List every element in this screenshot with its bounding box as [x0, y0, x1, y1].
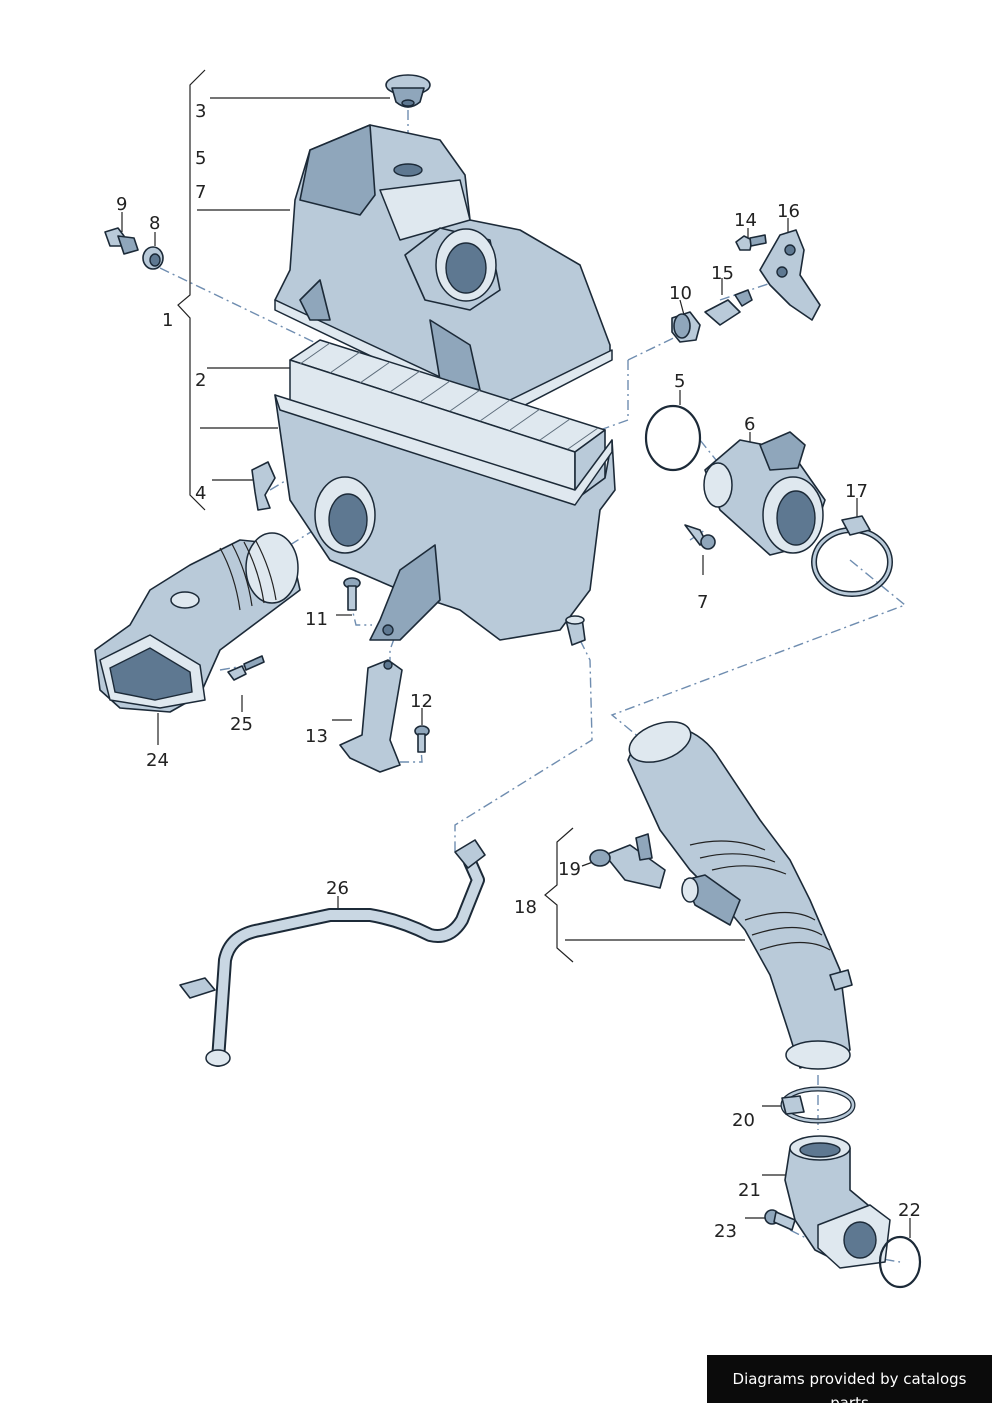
air-mass-meter-part-6 — [703, 431, 826, 556]
label-3: 3 — [195, 101, 206, 122]
clip-part-4 — [251, 461, 276, 511]
label-9: 9 — [116, 194, 127, 215]
filter-pleats — [299, 342, 599, 450]
label-8: 8 — [149, 213, 160, 234]
pressure-hose-ribs — [689, 840, 831, 951]
bracket-group-18 — [544, 827, 574, 963]
label-leaders — [121, 97, 911, 1238]
label-11: 11 — [305, 609, 328, 630]
vent-hose-part-26 — [179, 839, 486, 1067]
bracket-group-1 — [177, 69, 206, 511]
label-21: 21 — [738, 1180, 761, 1201]
label-14: 14 — [734, 210, 757, 231]
label-19: 19 — [558, 859, 581, 880]
elbow-pipe-part-21 — [784, 1135, 891, 1269]
label-12: 12 — [410, 691, 433, 712]
label-25: 25 — [230, 714, 253, 735]
label-17: 17 — [845, 481, 868, 502]
label-4: 4 — [195, 483, 206, 504]
label-16: 16 — [777, 201, 800, 222]
grommet-part-3 — [385, 74, 431, 108]
label-26: 26 — [326, 878, 349, 899]
bolt-part-12 — [414, 725, 430, 753]
screw-part-23 — [764, 1209, 796, 1231]
label-7a: 7 — [195, 182, 206, 203]
label-7b: 7 — [697, 592, 708, 613]
label-6: 6 — [744, 414, 755, 435]
label-18: 18 — [514, 897, 537, 918]
intake-duct-part-24 — [94, 532, 301, 713]
label-23: 23 — [714, 1221, 737, 1242]
grommet-part-10 — [671, 311, 701, 343]
label-5a: 5 — [195, 148, 206, 169]
label-1: 1 — [162, 310, 173, 331]
hose-clamp-part-20 — [780, 1086, 856, 1124]
air-cleaner-lower-housing — [274, 394, 616, 646]
air-cleaner-upper-housing — [274, 124, 613, 419]
label-13: 13 — [305, 726, 328, 747]
watermark-banner: Diagrams provided by catalogs parts — [707, 1355, 992, 1412]
bracket-part-13 — [339, 659, 403, 773]
o-ring-part-5 — [644, 404, 702, 472]
bolt-part-9 — [104, 227, 139, 255]
label-2: 2 — [195, 370, 206, 391]
nut-part-8 — [142, 246, 164, 270]
sensor-part-15 — [704, 289, 753, 326]
screw-part-25 — [227, 655, 265, 681]
label-5b: 5 — [674, 371, 685, 392]
bolt-part-14 — [735, 234, 767, 251]
part-labels: 1 2 3 4 5 7 9 8 14 16 15 10 5 6 17 7 11 … — [116, 101, 921, 1242]
filter-element-part-2 — [289, 339, 606, 501]
sensor-part-19 — [589, 833, 666, 889]
label-20: 20 — [732, 1110, 755, 1131]
screw-part-7 — [684, 524, 716, 550]
label-15: 15 — [711, 263, 734, 284]
label-10: 10 — [669, 283, 692, 304]
o-ring-part-22 — [878, 1235, 922, 1289]
bracket-part-16 — [759, 229, 821, 321]
pressure-hose-part-18 — [627, 721, 853, 1070]
label-24: 24 — [146, 750, 169, 771]
label-22: 22 — [898, 1200, 921, 1221]
hose-clamp-part-17 — [811, 515, 893, 597]
intake-duct-ribs — [219, 540, 277, 611]
bolt-part-11 — [343, 577, 361, 611]
